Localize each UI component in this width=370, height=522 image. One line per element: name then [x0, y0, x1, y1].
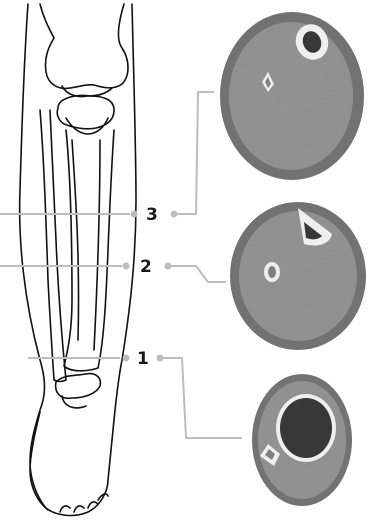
fibula-section: [264, 262, 280, 282]
ankle-bones: [56, 374, 101, 399]
level-label-1: 1: [137, 349, 149, 369]
tibia-section: [276, 394, 336, 462]
leader-dot: [123, 355, 130, 362]
leader-lines: [0, 92, 242, 438]
cross-section-3: [220, 12, 364, 180]
tibia-outline: [64, 130, 114, 371]
leader-dot: [131, 211, 138, 218]
leader-dot: [123, 263, 130, 270]
foot-outline: [30, 412, 108, 512]
cross-section-1: [252, 374, 352, 506]
cross-section-2: [230, 202, 366, 350]
leader-dot: [171, 211, 178, 218]
level-label-2: 2: [140, 257, 152, 277]
leader-dot: [165, 263, 172, 270]
leg-illustration: [20, 4, 136, 515]
fibula-outline: [40, 110, 66, 382]
level-label-3: 3: [146, 205, 158, 225]
leader-dot: [157, 355, 164, 362]
femur-outline: [40, 4, 128, 88]
